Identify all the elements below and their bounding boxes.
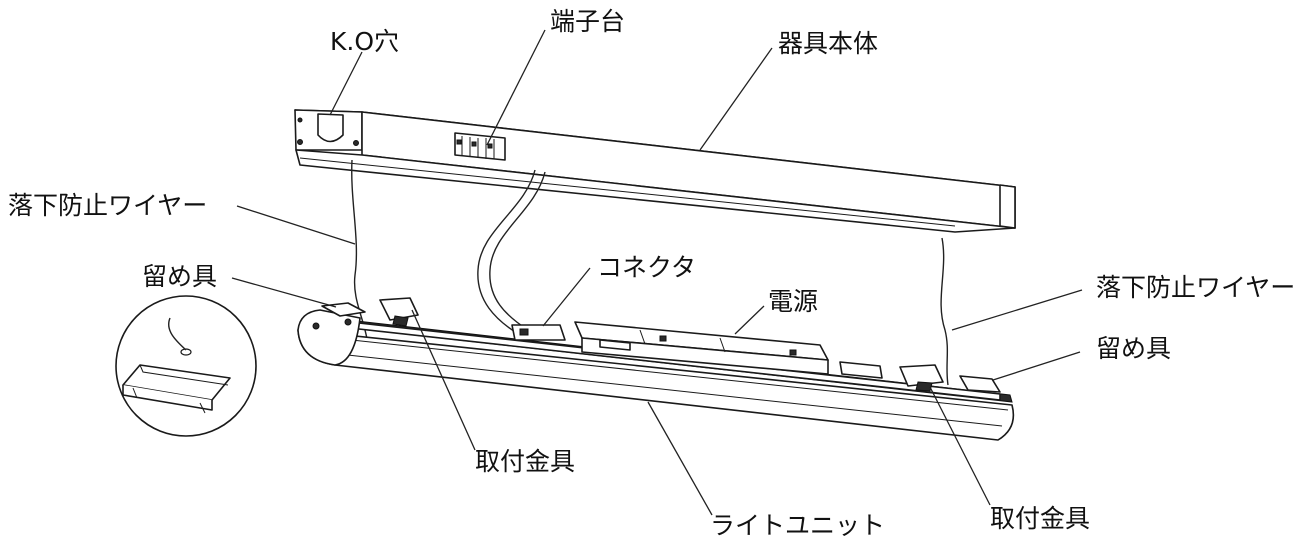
- terminal-block-label: 端子台: [550, 7, 625, 36]
- power-supply-label: 電源: [768, 287, 818, 316]
- fall-wire-left-label: 落下防止ワイヤー: [8, 191, 207, 220]
- mounting-bracket-right: [899, 364, 944, 392]
- bracket-right-label: 取付金具: [990, 504, 1090, 533]
- terminal-block: [454, 132, 506, 161]
- leader-lines: [231, 29, 1083, 516]
- fixture-body-label: 器具本体: [778, 29, 878, 58]
- rail-components: [599, 339, 883, 379]
- mounting-bracket-left: [379, 297, 419, 327]
- power-supply: [574, 321, 829, 375]
- fixture-body: [294, 109, 1016, 233]
- light-unit: [297, 309, 1015, 441]
- clip-right-label: 留め具: [1096, 334, 1171, 363]
- power-cable: [477, 169, 546, 336]
- clip-left-label: 留め具: [142, 262, 217, 291]
- fall-prevention-wire-right: [940, 237, 949, 386]
- clip-detail-circle: [115, 295, 257, 437]
- ko-hole-label: K.O穴: [330, 27, 399, 56]
- light-unit-label: ライトユニット: [710, 511, 885, 540]
- ko-hole: [297, 113, 359, 146]
- connector: [511, 324, 566, 341]
- connector-label: コネクタ: [597, 253, 696, 282]
- bracket-left-label: 取付金具: [475, 447, 575, 476]
- fall-wire-right-label: 落下防止ワイヤー: [1096, 273, 1295, 302]
- clip-right: [959, 375, 1001, 393]
